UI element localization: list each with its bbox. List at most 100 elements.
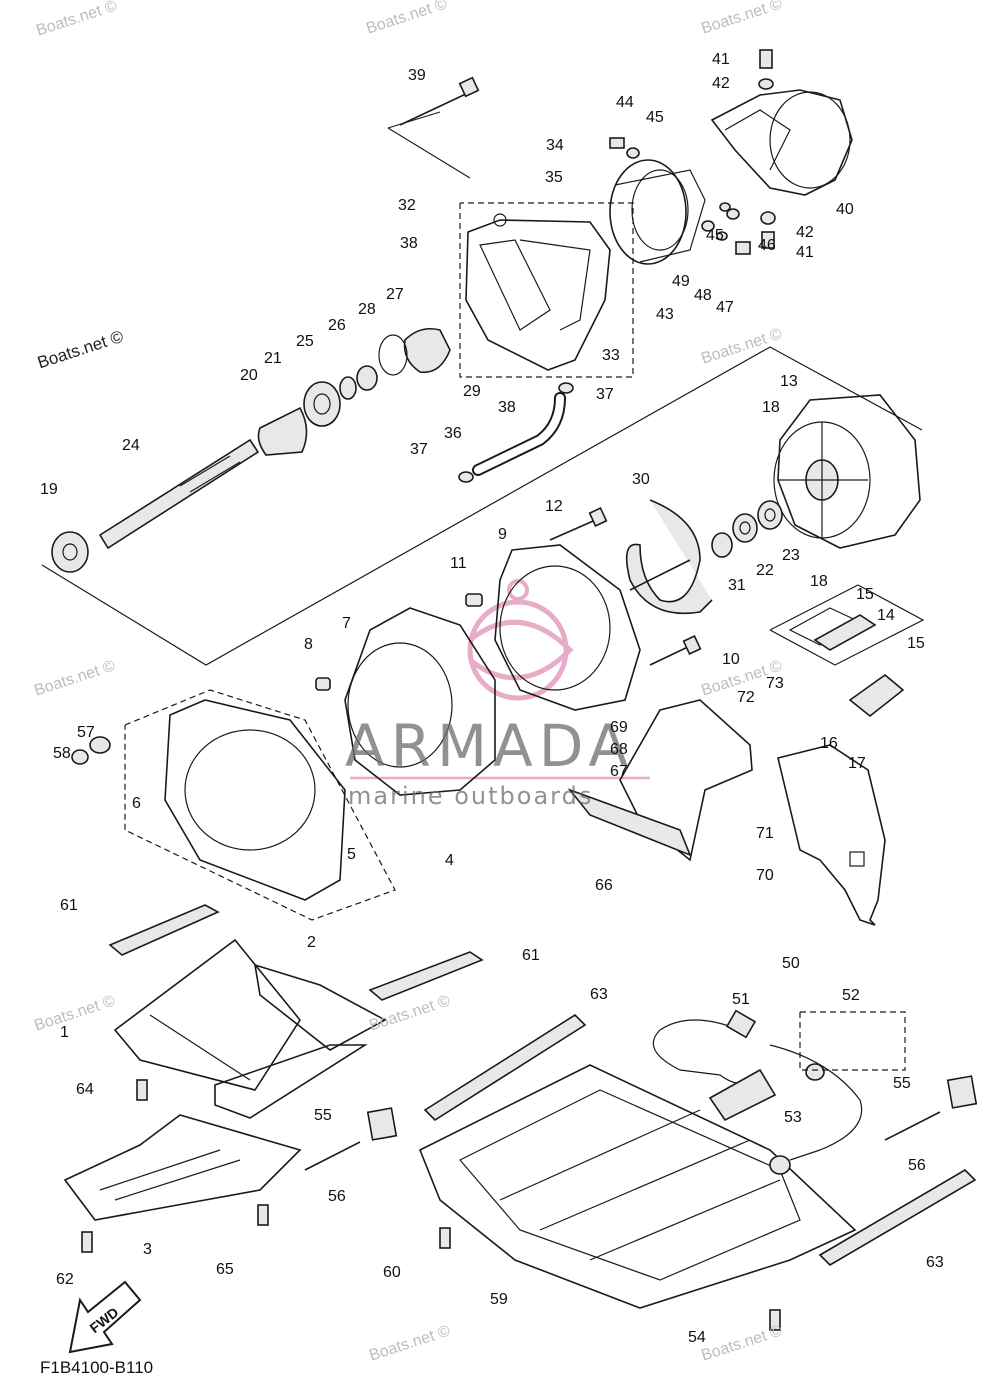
clamps-55-bolts-56 <box>304 1075 978 1171</box>
callout-label: 56 <box>328 1188 346 1205</box>
callout-label: 41 <box>712 51 730 68</box>
callout-label: 65 <box>216 1261 234 1278</box>
callout-label: 72 <box>737 689 755 706</box>
callout-label: 3 <box>143 1241 152 1258</box>
callout-label: 6 <box>132 795 141 812</box>
callout-label: 12 <box>545 498 563 515</box>
callout-label: 28 <box>358 301 376 318</box>
callout-label: 27 <box>386 286 404 303</box>
callout-label: 11 <box>450 555 467 572</box>
callout-label: 53 <box>784 1109 802 1126</box>
callout-label: 14 <box>877 607 895 624</box>
callout-label: 8 <box>304 636 313 653</box>
callout-label: 23 <box>782 547 800 564</box>
hose-34-shape <box>495 59 613 168</box>
callout-label: 2 <box>307 934 316 951</box>
ring-43-shape <box>609 159 706 265</box>
callout-label: 24 <box>122 437 140 454</box>
callout-label: 37 <box>596 386 614 403</box>
callout-label: 55 <box>893 1075 911 1092</box>
callout-label: 4 <box>445 852 454 869</box>
impeller-30-shape <box>625 499 713 615</box>
callout-label: 40 <box>836 201 854 218</box>
callout-label: 63 <box>590 986 608 1003</box>
callout-label: 61 <box>522 947 540 964</box>
callout-label: 41 <box>796 244 814 261</box>
callout-label: 47 <box>716 299 734 316</box>
callout-label: 20 <box>240 367 258 384</box>
callout-label: 48 <box>694 287 712 304</box>
callout-label: 35 <box>545 169 563 186</box>
callout-label: 7 <box>342 615 351 632</box>
callout-label: 16 <box>820 735 838 752</box>
ride-plate-59-shape <box>418 1064 857 1309</box>
rails-61 <box>108 904 484 1001</box>
callout-label: 19 <box>40 481 58 498</box>
diagram-code: F1B4100-B110 <box>40 1358 154 1377</box>
callout-label: 15 <box>907 635 925 652</box>
callout-label: 55 <box>314 1107 332 1124</box>
callout-label: 18 <box>810 573 828 590</box>
callout-label: 64 <box>76 1081 94 1098</box>
callout-label: 15 <box>856 586 874 603</box>
callout-label: 57 <box>77 724 95 741</box>
callout-label: 1 <box>60 1024 69 1041</box>
armada-logo-mark <box>350 579 650 780</box>
callout-label: 44 <box>616 94 634 111</box>
bolt-39-shape <box>399 76 480 126</box>
hardware-41-42 <box>609 49 776 255</box>
seals-31-22-23 <box>711 500 783 558</box>
callout-label: 33 <box>602 347 620 364</box>
bolts-12-10 <box>315 507 702 691</box>
callout-label: 68 <box>610 741 628 758</box>
housing-7-shape <box>344 607 496 796</box>
deflector-40-shape <box>710 89 853 196</box>
callout-label: 34 <box>546 137 564 154</box>
callout-label: 69 <box>610 719 628 736</box>
nozzle-32-shape <box>465 213 611 371</box>
cover-3-shape <box>63 1114 302 1221</box>
callout-label: 58 <box>53 745 71 762</box>
callout-label: 71 <box>756 825 774 842</box>
hose-36-shape <box>458 382 574 483</box>
callout-label: 36 <box>444 425 462 442</box>
callout-label: 46 <box>758 237 776 254</box>
callout-label: 49 <box>672 273 690 290</box>
callout-label: 59 <box>490 1291 508 1308</box>
callout-label: 51 <box>732 991 750 1008</box>
callout-label: 50 <box>782 955 800 972</box>
fwd-arrow-icon <box>68 1280 142 1354</box>
callout-label: 61 <box>60 897 78 914</box>
callout-label: 38 <box>400 235 418 252</box>
callout-label: 25 <box>296 333 314 350</box>
intake-duct-4-shape <box>71 689 396 921</box>
callout-label: 13 <box>780 373 798 390</box>
callout-label: 37 <box>410 441 428 458</box>
armada-brand-title: ARMADA <box>345 712 635 780</box>
callout-label: 29 <box>463 383 481 400</box>
callout-label: 45 <box>706 227 724 244</box>
housing-9-shape <box>494 544 641 711</box>
callout-label: 38 <box>498 399 516 416</box>
cap-27-and-seals <box>257 327 451 456</box>
pump-housing-13-shape <box>773 394 921 549</box>
callout-label: 18 <box>762 399 780 416</box>
shaft-24-shape <box>51 438 260 573</box>
callout-label: 39 <box>408 67 426 84</box>
callout-label: 5 <box>347 846 356 863</box>
sensor-harness-50-53 <box>652 1009 906 1175</box>
callout-label: 63 <box>926 1254 944 1271</box>
rails-63 <box>423 1013 977 1267</box>
callout-label: 17 <box>848 755 866 772</box>
nozzle-group-outline <box>387 111 634 378</box>
intake-grate-1-2 <box>113 938 387 1119</box>
callout-label: 70 <box>756 867 774 884</box>
callout-label: 60 <box>383 1264 401 1281</box>
callout-label: 42 <box>712 75 730 92</box>
callout-label: 62 <box>56 1271 74 1288</box>
callout-label: 32 <box>398 197 416 214</box>
screws-60-62-64-65-54 <box>81 1079 781 1331</box>
shaft-assembly-outline <box>41 346 923 666</box>
plate-70-shape <box>777 744 886 926</box>
